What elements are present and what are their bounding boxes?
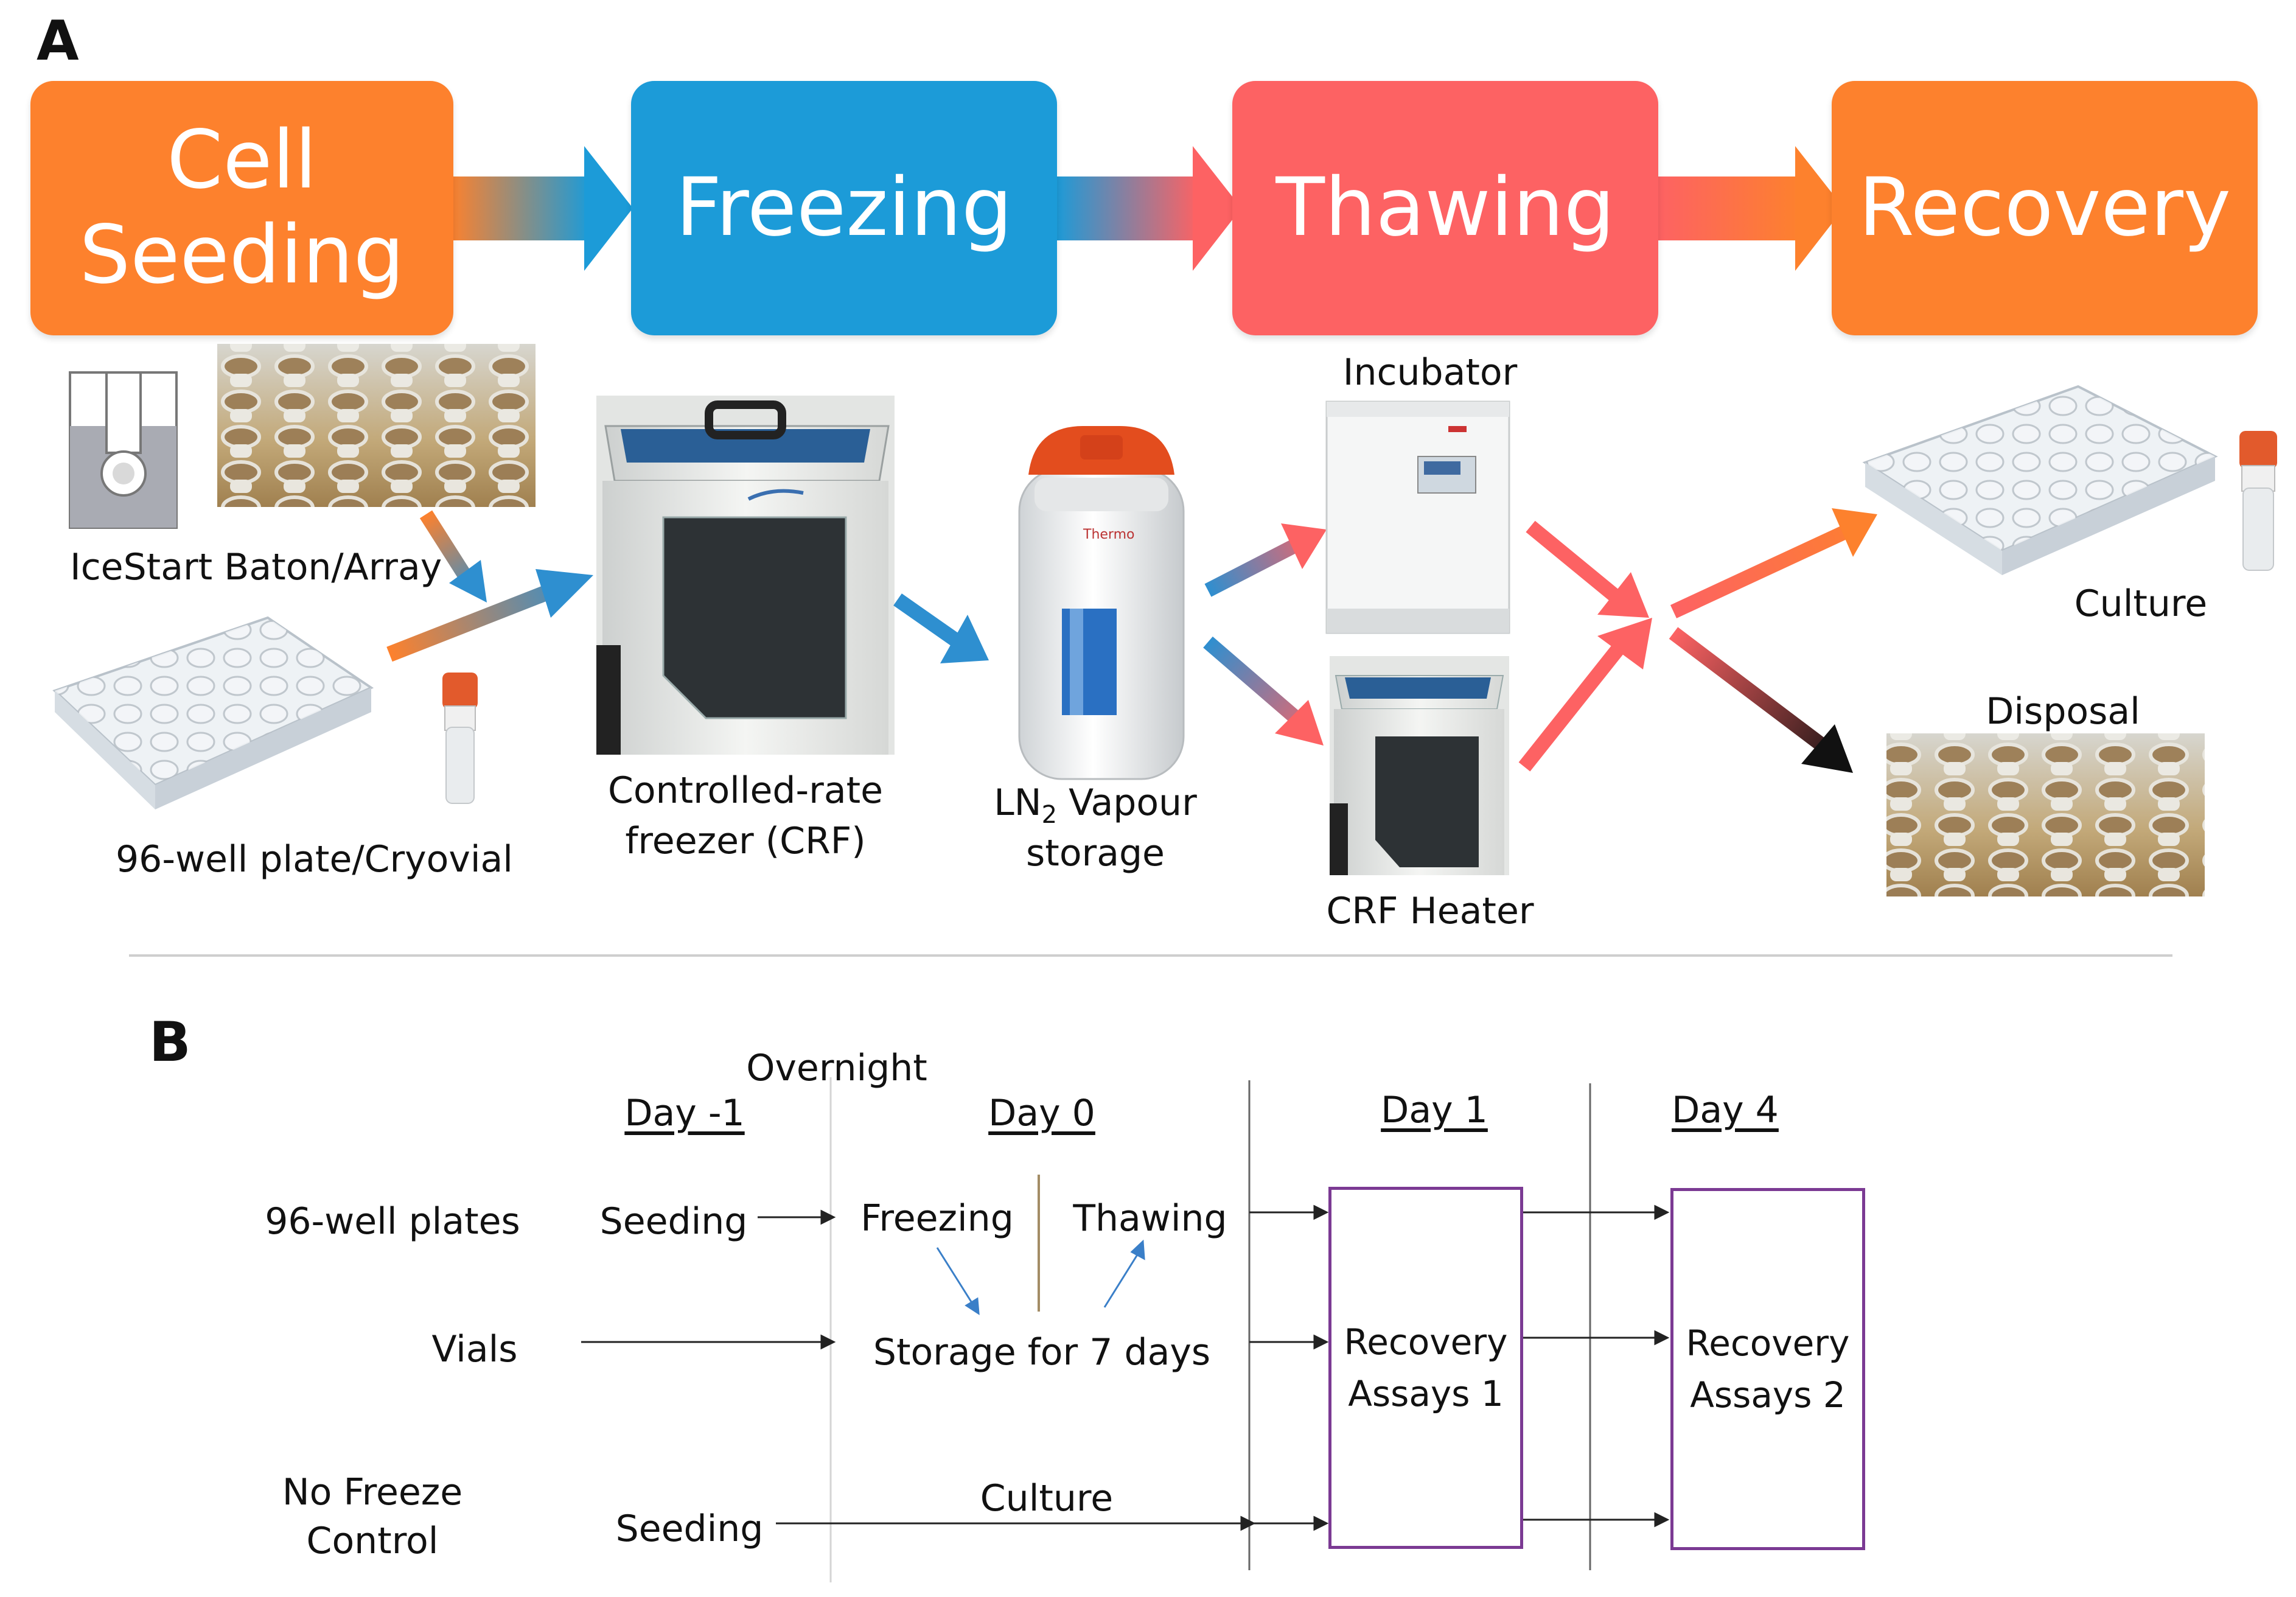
stage-cell-seeding: Cell Seeding	[30, 81, 453, 335]
dewar-brand-text: Thermo	[1083, 527, 1134, 542]
output-to-culture-arrow	[1670, 508, 1877, 618]
cryovial-left	[442, 673, 478, 804]
recovery-assays-1-text: Recovery Assays 1	[1344, 1316, 1508, 1419]
label-ln2: LN2 Vapour	[994, 780, 1196, 830]
day-4: Day 4	[1672, 1089, 1779, 1131]
label-crf-1: Controlled-rate	[607, 769, 884, 812]
icestart-to-crf-arrow	[419, 510, 487, 603]
storage-loop-arrows	[936, 1239, 1145, 1315]
panel-a-letter: A	[37, 9, 79, 73]
label-disposal: Disposal	[1986, 690, 2140, 733]
stage-arrow-2	[1056, 146, 1241, 271]
label-ln2-storage: storage	[1026, 832, 1165, 875]
stage-recovery: Recovery	[1832, 81, 2258, 335]
cryovial-right	[2239, 431, 2277, 571]
recovery-assays-1-line2: Assays 1	[1348, 1372, 1504, 1414]
recovery-assays-2-box: Recovery Assays 2	[1670, 1188, 1865, 1550]
disposal-array-photo	[1886, 733, 2205, 896]
stage-arrow-3	[1658, 146, 1844, 271]
timeline-arrows	[581, 1204, 1670, 1531]
ln2-dewar-photo: Thermo	[1018, 426, 1185, 780]
label-overnight: Overnight	[746, 1047, 927, 1089]
icestart-array-photo	[217, 344, 536, 507]
label-culture: Culture	[2074, 582, 2208, 625]
label-icestart: IceStart Baton/Array	[70, 546, 442, 589]
stage-freezing: Freezing	[631, 81, 1057, 335]
day-minus-1: Day -1	[624, 1092, 745, 1134]
incubator-photo	[1325, 400, 1510, 634]
step-culture: Culture	[980, 1477, 1114, 1520]
recovery-assays-1-box: Recovery Assays 1	[1328, 1187, 1523, 1549]
day-0: Day 0	[988, 1092, 1095, 1134]
crf-heater-to-output-arrow	[1518, 618, 1652, 772]
stage-arrow-1	[450, 146, 633, 271]
crf-photo	[596, 396, 895, 755]
incubator-to-output-arrow	[1526, 520, 1649, 618]
row-vials: Vials	[431, 1328, 518, 1371]
step-thawing: Thawing	[1073, 1197, 1227, 1240]
panel-b-letter: B	[149, 1010, 191, 1074]
label-ln2-main: LN	[994, 781, 1042, 824]
recovery-assays-2-line2: Assays 2	[1690, 1374, 1846, 1416]
day-1: Day 1	[1381, 1089, 1488, 1131]
label-crf-2: freezer (CRF)	[625, 820, 866, 862]
label-crf-heater: CRF Heater	[1326, 890, 1534, 932]
stage-thawing: Thawing	[1232, 81, 1658, 335]
label-plate-vial: 96-well plate/Cryovial	[116, 838, 513, 881]
row-no-freeze: No Freeze	[282, 1471, 463, 1514]
step-seeding-plates: Seeding	[599, 1200, 748, 1243]
recovery-assays-2-text: Recovery Assays 2	[1686, 1318, 1850, 1420]
plate-96-photo-right	[1862, 385, 2218, 575]
icestart-baton-icon	[69, 371, 178, 529]
storage-to-crf-heater-arrow	[1203, 636, 1324, 746]
plate-to-crf-arrow	[386, 569, 593, 662]
step-seeding-control: Seeding	[615, 1508, 764, 1550]
recovery-assays-1-line1: Recovery	[1344, 1321, 1508, 1363]
label-ln2-rest: Vapour	[1057, 781, 1197, 824]
plate-96-photo-left	[52, 616, 374, 809]
step-freezing: Freezing	[860, 1197, 1014, 1240]
label-incubator: Incubator	[1342, 351, 1518, 394]
storage-to-incubator-arrow	[1204, 523, 1327, 597]
recovery-assays-2-line1: Recovery	[1686, 1323, 1850, 1365]
label-ln2-sub: 2	[1041, 801, 1058, 829]
crf-to-storage-arrow	[893, 593, 989, 663]
row-control: Control	[306, 1520, 439, 1562]
crf-heater-photo	[1330, 656, 1509, 875]
row-96-well-plates: 96-well plates	[265, 1200, 520, 1243]
step-storage: Storage for 7 days	[873, 1331, 1211, 1374]
timeline-dividers	[829, 1077, 1591, 1582]
output-to-disposal-arrow	[1669, 627, 1853, 773]
